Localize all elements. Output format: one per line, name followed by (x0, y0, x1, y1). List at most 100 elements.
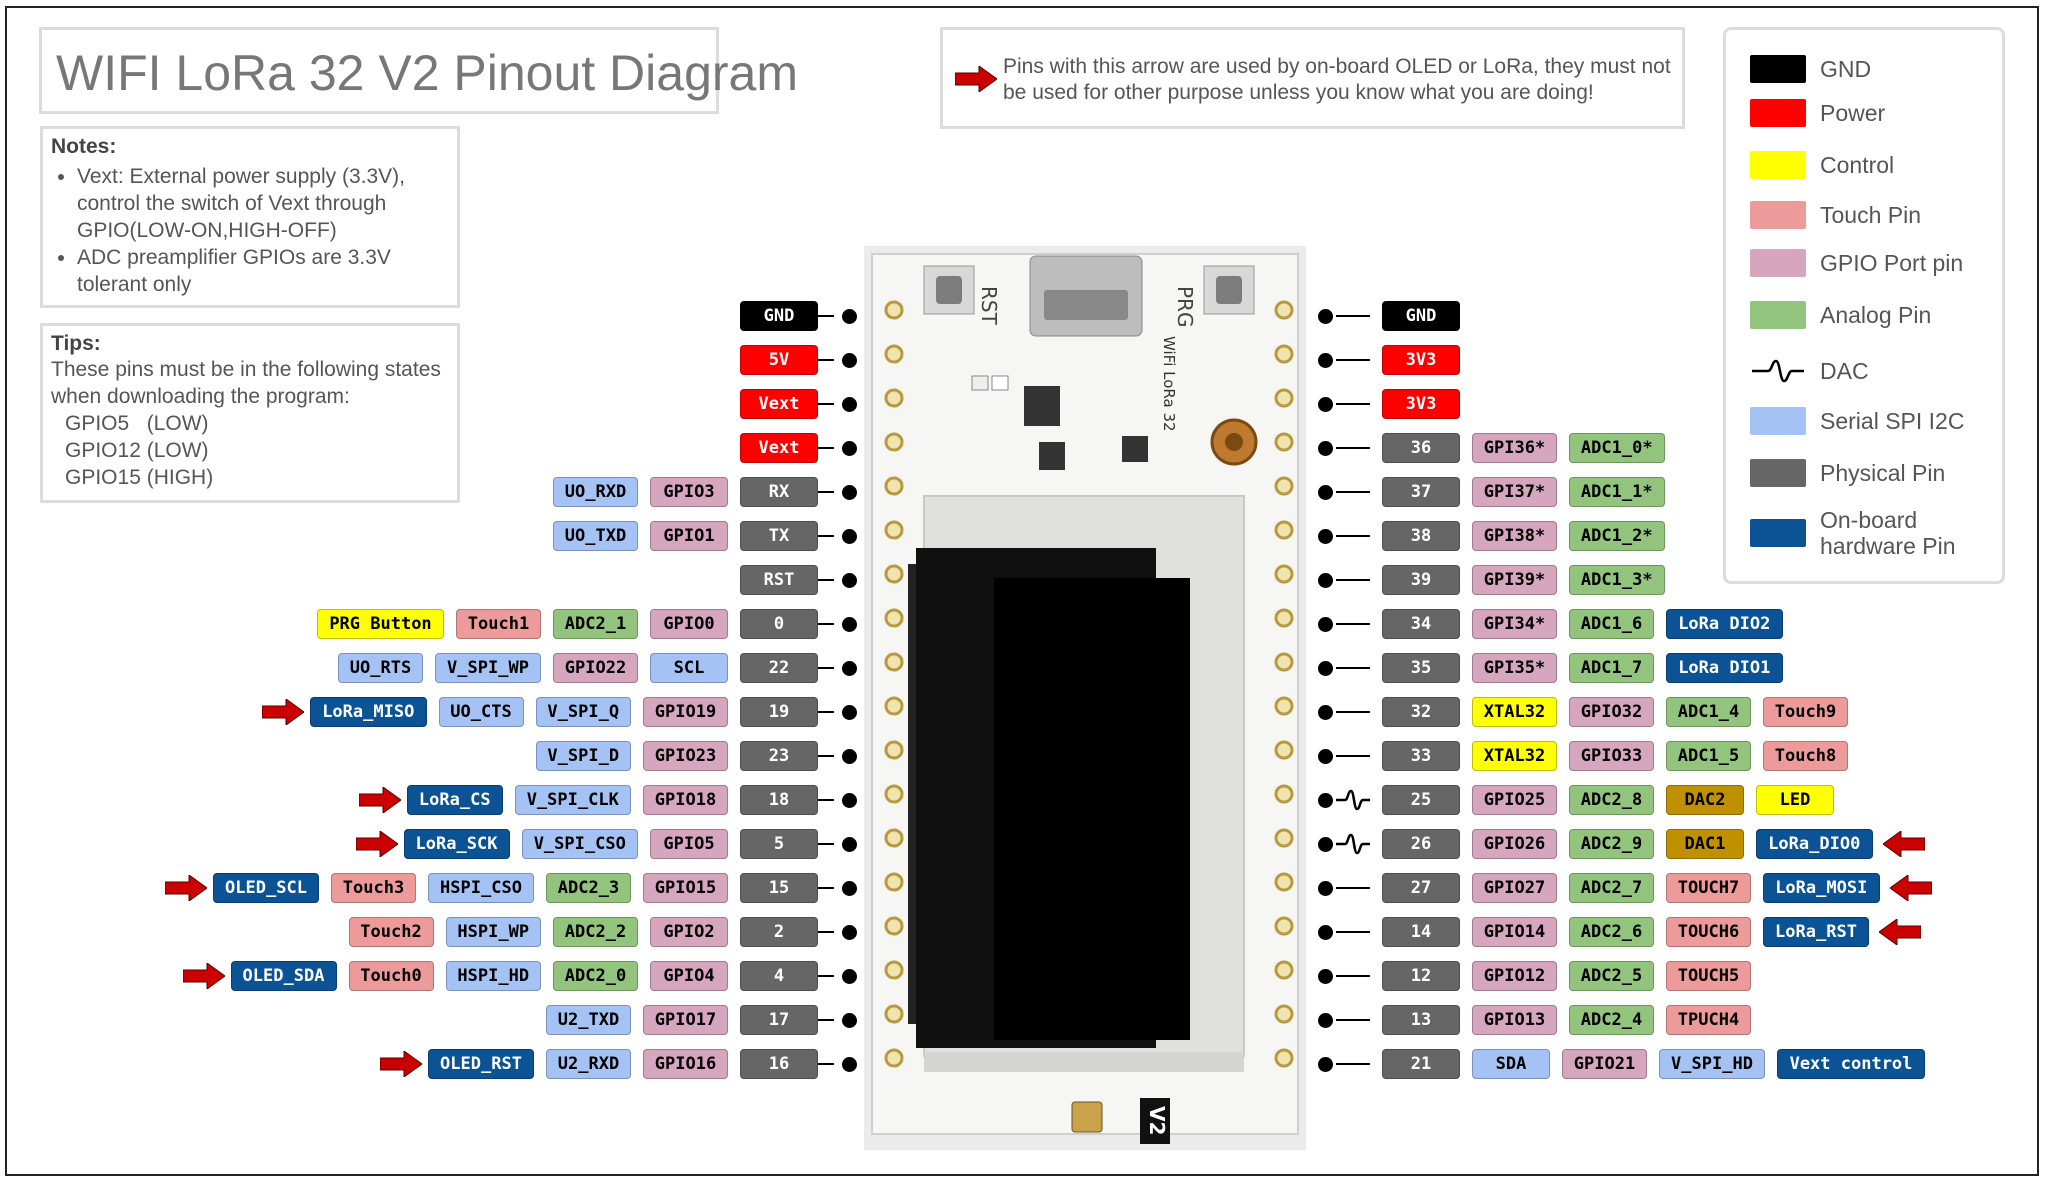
pin-label: GPIO27 (1472, 873, 1557, 903)
note-item: ADC preamplifier GPIOs are 3.3V tolerant… (77, 244, 449, 298)
pin-label: GPIO14 (1472, 917, 1557, 947)
pin-label: LoRa_RST (1763, 917, 1869, 947)
notes-list: Vext: External power supply (3.3V), cont… (51, 163, 449, 298)
pin-connector (818, 711, 834, 713)
pin-label: LoRa DIO2 (1666, 609, 1783, 639)
pin-label: GPIO3 (650, 477, 728, 507)
red-arrow-icon (182, 963, 225, 989)
pin-label: ADC2_6 (1569, 917, 1654, 947)
pin-dot (842, 485, 857, 500)
pin-connector (1336, 755, 1370, 757)
pin-dot (1318, 1057, 1333, 1072)
pin-label: 5V (740, 345, 818, 375)
pin-label: GPIO18 (643, 785, 728, 815)
red-arrow-icon (359, 787, 401, 813)
red-arrow-icon (1879, 919, 1921, 945)
pin-connector (1336, 579, 1370, 581)
legend-item: Power (1750, 98, 1885, 128)
pin-label: LoRa_MOSI (1763, 873, 1880, 903)
diagram-frame (5, 6, 2039, 1176)
pin-dot (842, 881, 857, 896)
pin-label: GPIO33 (1569, 741, 1654, 771)
pin-connector (1336, 403, 1370, 405)
pin-label: Touch3 (331, 873, 416, 903)
pin-label: GPIO23 (643, 741, 728, 771)
pin-label: TOUCH6 (1666, 917, 1751, 947)
pin-connector (1336, 359, 1370, 361)
board-brand-text: WiFi LoRa 32 (1160, 336, 1178, 432)
legend-swatch (1750, 459, 1806, 487)
pin-label: Touch9 (1763, 697, 1848, 727)
pin-connector (818, 975, 834, 977)
pin-label: LED (1756, 785, 1834, 815)
tips-heading: Tips: (51, 332, 101, 355)
pin-dot (842, 837, 857, 852)
pin-label: GPIO19 (643, 697, 728, 727)
pin-label: 13 (1382, 1005, 1460, 1035)
pin-connector (818, 667, 834, 669)
notes-heading: Notes: (51, 135, 117, 158)
legend-label: DAC (1820, 358, 1869, 384)
pin-label: UO_RXD (553, 477, 638, 507)
pin-label: V_SPI_CSO (521, 829, 638, 859)
pin-dot (842, 309, 857, 324)
pin-label: LoRa_MISO (310, 697, 427, 727)
pin-connector (1336, 623, 1370, 625)
pin-label: DAC2 (1666, 785, 1744, 815)
legend-item: Physical Pin (1750, 458, 1945, 488)
pin-label: ADC1_5 (1666, 741, 1751, 771)
pin-label: 34 (1382, 609, 1460, 639)
pin-label: 3V3 (1382, 345, 1460, 375)
pin-connector (1336, 711, 1370, 713)
legend-label: Physical Pin (1820, 460, 1946, 486)
pin-label: U2_TXD (546, 1005, 631, 1035)
legend-swatch (1750, 201, 1806, 229)
pin-label: LoRa DIO1 (1666, 653, 1783, 683)
pin-connector (1336, 887, 1370, 889)
pin-label: OLED_RST (428, 1049, 534, 1079)
pin-dot (842, 353, 857, 368)
legend-label: GPIO Port pin (1820, 250, 1964, 276)
dac-wave-icon (1752, 359, 1804, 383)
legend-label: Control (1820, 152, 1895, 178)
pin-label: 2 (740, 917, 818, 947)
legend-item: Touch Pin (1750, 200, 1921, 230)
legend-swatch (1750, 519, 1806, 547)
red-arrow-icon (1882, 831, 1925, 857)
pin-label: V_SPI_HD (1659, 1049, 1765, 1079)
red-arrow-icon (165, 875, 207, 901)
pin-dot (842, 793, 857, 808)
pin-label: RST (740, 565, 818, 595)
legend-item: GND (1750, 54, 1871, 84)
pin-label: 0 (740, 609, 818, 639)
pin-label: ADC2_3 (546, 873, 631, 903)
pin-dot (1318, 441, 1333, 456)
pin-label: 26 (1382, 829, 1460, 859)
pin-label: GPIO4 (650, 961, 728, 991)
pin-dot (1318, 925, 1333, 940)
pin-label: 3V3 (1382, 389, 1460, 419)
legend-swatch (1750, 301, 1806, 329)
pin-label: GPIO12 (1472, 961, 1557, 991)
pin-label: ADC2_1 (553, 609, 638, 639)
pin-connector (818, 315, 834, 317)
pin-label: OLED_SDA (230, 961, 337, 991)
pin-dot (1318, 1013, 1333, 1028)
pin-label: GND (1382, 301, 1460, 331)
legend-swatch (1750, 99, 1806, 127)
pin-label: ADC2_8 (1569, 785, 1654, 815)
pin-label: Vext (740, 433, 818, 463)
legend-item: DAC (1750, 356, 1869, 386)
pin-label: PRG Button (317, 609, 444, 639)
pin-label: U2_RXD (546, 1049, 631, 1079)
pin-label: HSPI_CSO (428, 873, 534, 903)
pin-dot (1318, 529, 1333, 544)
pin-label: DAC1 (1666, 829, 1744, 859)
red-arrow-icon (355, 831, 398, 857)
title-box: WIFI LoRa 32 V2 Pinout Diagram (39, 27, 798, 114)
legend-label: Analog Pin (1820, 302, 1932, 328)
page-title: WIFI LoRa 32 V2 Pinout Diagram (56, 45, 798, 101)
pin-label: ADC1_3* (1569, 565, 1665, 595)
pin-label: Vext control (1777, 1049, 1925, 1079)
legend-item: Analog Pin (1750, 300, 1931, 330)
